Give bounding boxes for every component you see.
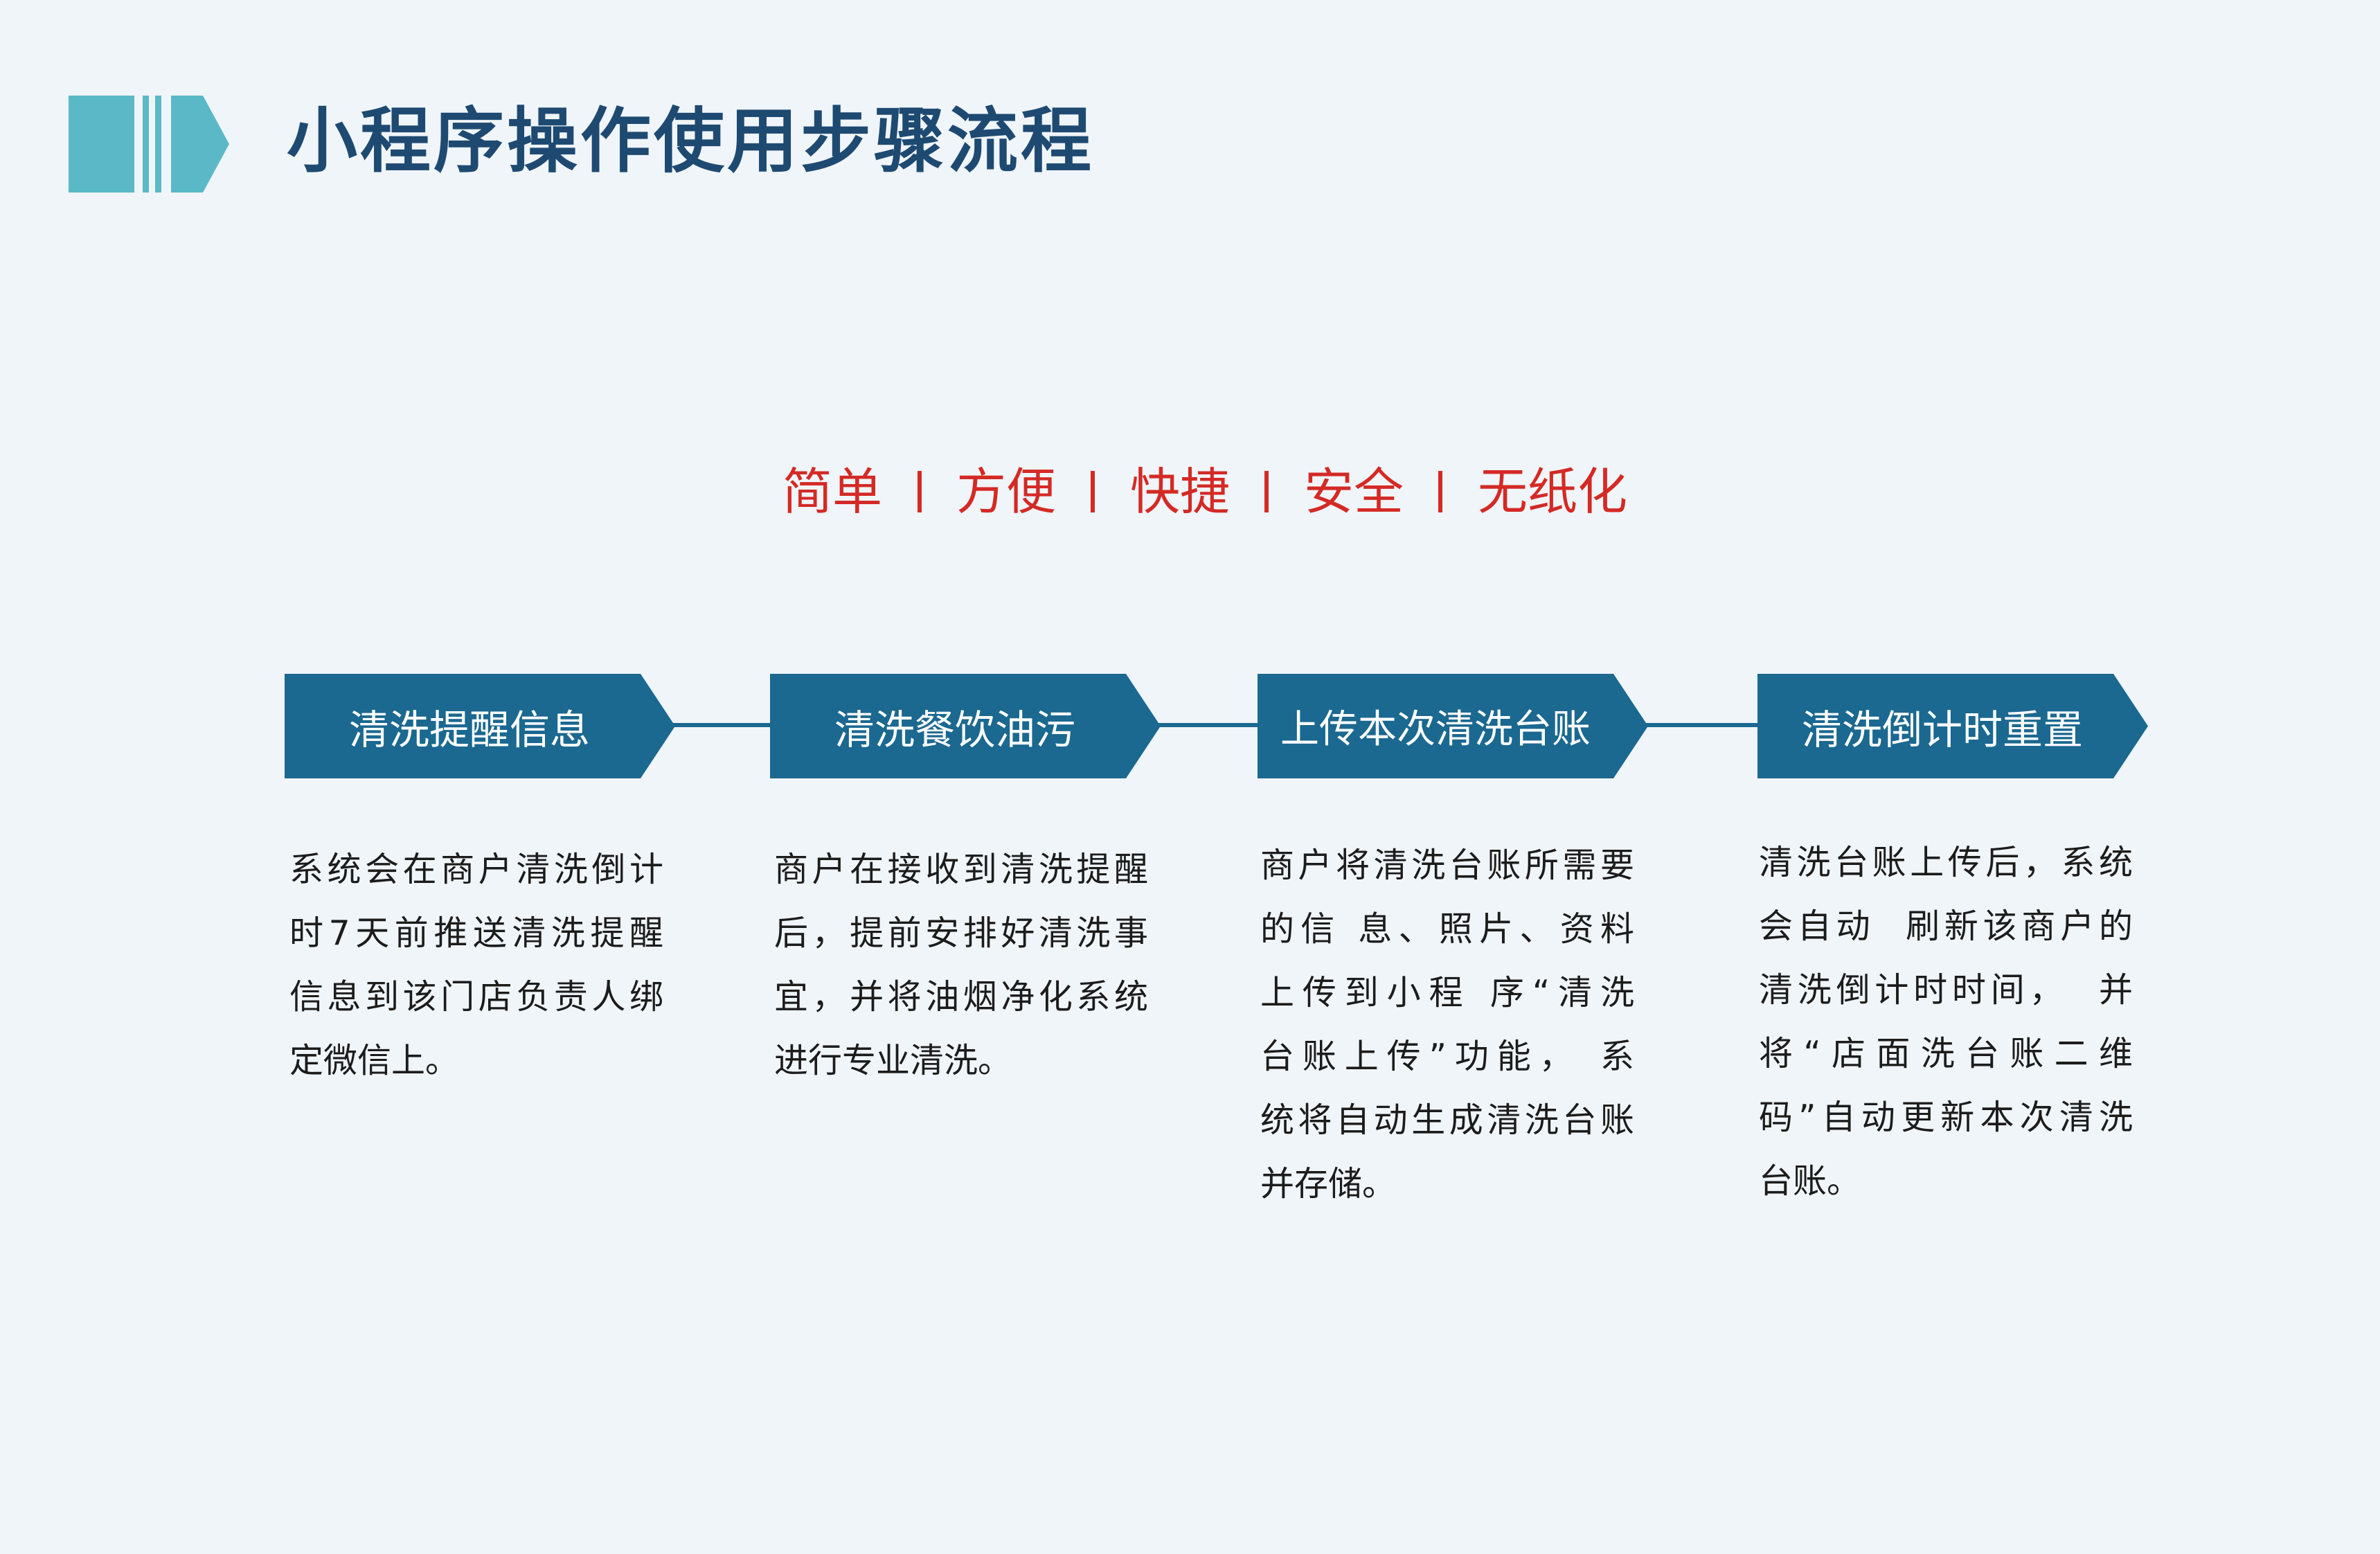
description-line: 定微信上。 (289, 1041, 460, 1080)
description-line: 统将自动生成清洗台账 (1260, 1100, 1634, 1140)
slogan-item-convenient: 方便 (956, 463, 1056, 521)
slogan-separator (1438, 471, 1443, 512)
description-line: 的信 息、照片、资料 (1260, 909, 1634, 949)
description-line: 后，提前安排好清洗事 (774, 913, 1148, 953)
step-2-label: 清洗餐饮油污 (834, 706, 1075, 753)
step-1-description: 系统会在商户清洗倒计 时7天前推送清洗提醒 信息到该门店负责人绑 定微信上。 (289, 838, 663, 1093)
slogan-separator (917, 471, 922, 512)
step-3-description: 商户将清洗台账所需要 的信 息、照片、资料 上传到小程 序“清洗 台账上传”功能… (1260, 834, 1634, 1216)
slogan: 简单 方便 快捷 安全 无纸化 (782, 457, 1627, 526)
slogan-item-fast: 快捷 (1129, 463, 1230, 521)
description-line: 宜，并将油烟净化系统 (774, 977, 1148, 1017)
step-4-label: 清洗倒计时重置 (1801, 706, 2083, 753)
step-connector (1645, 723, 1760, 727)
description-line: 并存储。 (1260, 1164, 1397, 1204)
step-3-chevron: 上传本次清洗台账 (1258, 674, 1648, 778)
description-line: 台账上传”功能， 系 (1260, 1037, 1634, 1076)
description-line: 上传到小程 序“清洗 (1260, 973, 1634, 1012)
step-1-label: 清洗提醒信息 (348, 706, 590, 753)
description-line: 商户将清洗台账所需要 (1260, 846, 1634, 885)
description-line: 清洗倒计时时间， 并 (1759, 970, 2133, 1010)
slogan-separator (1264, 471, 1269, 512)
step-2-chevron: 清洗餐饮油污 (770, 674, 1161, 778)
page-title: 小程序操作使用步骤流程 (287, 100, 1094, 183)
description-line: 进行专业清洗。 (774, 1041, 1012, 1080)
description-line: 码”自动更新本次清洗 (1759, 1098, 2133, 1137)
step-3-label: 上传本次清洗台账 (1280, 707, 1591, 752)
description-line: 系统会在商户清洗倒计 (289, 850, 663, 889)
slogan-item-paperless: 无纸化 (1477, 463, 1627, 521)
description-line: 将“店面洗台账二维 (1759, 1034, 2133, 1073)
slogan-item-simple: 简单 (782, 463, 883, 521)
step-4-description: 清洗台账上传后，系统 会自动 刷新该商户的 清洗倒计时时间， 并 将“店面洗台账… (1759, 831, 2133, 1213)
step-4-chevron: 清洗倒计时重置 (1757, 674, 2148, 778)
step-1-chevron: 清洗提醒信息 (285, 674, 675, 778)
description-line: 台账。 (1759, 1161, 1861, 1201)
description-line: 清洗台账上传后，系统 (1759, 843, 2133, 882)
description-line: 信息到该门店负责人绑 (289, 977, 663, 1017)
description-line: 商户在接收到清洗提醒 (774, 850, 1148, 889)
description-line: 会自动 刷新该商户的 (1759, 906, 2133, 946)
step-connector (672, 723, 773, 727)
slogan-item-safe: 安全 (1303, 463, 1404, 521)
description-line: 时7天前推送清洗提醒 (289, 913, 663, 953)
chevron-bars-arrow-icon (69, 96, 229, 193)
slogan-separator (1091, 471, 1095, 512)
step-2-description: 商户在接收到清洗提醒 后，提前安排好清洗事 宜，并将油烟净化系统 进行专业清洗。 (774, 838, 1148, 1093)
step-connector (1158, 723, 1260, 727)
